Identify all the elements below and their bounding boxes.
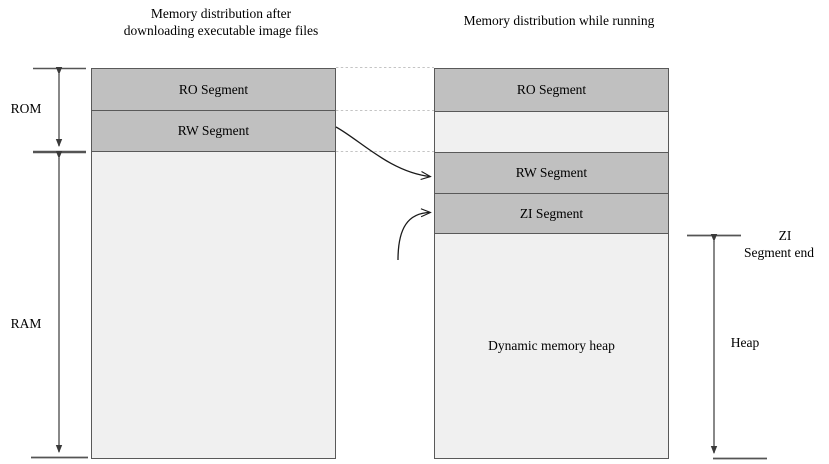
- left-segment-ro: RO Segment: [91, 68, 336, 111]
- right-segment-rw: RW Segment: [434, 152, 669, 194]
- dimension-label-heap: Heap: [730, 335, 760, 350]
- right-column-title: Memory distribution while running: [463, 13, 655, 28]
- dimension-label-zi-segment-end-line1: ZI: [778, 228, 792, 243]
- right-segment-heap: Dynamic memory heap: [434, 233, 669, 459]
- right-segment-gap: [434, 111, 669, 153]
- left-segment-free: [91, 151, 336, 459]
- dimension-label-ram: RAM: [10, 316, 42, 331]
- right-segment-zi: ZI Segment: [434, 193, 669, 234]
- right-segment-ro: RO Segment: [434, 68, 669, 112]
- left-segment-rw: RW Segment: [91, 110, 336, 152]
- dimension-label-rom: ROM: [10, 101, 42, 116]
- ram-dimension: [31, 151, 88, 459]
- connector-zi-arrow: [397, 213, 430, 261]
- connector-rw-arrow: [335, 126, 430, 177]
- guide-lines: [336, 67, 434, 152]
- left-column-title: Memory distribution after downloading ex…: [123, 6, 319, 38]
- dimension-label-zi-segment-end-line2: Segment end: [743, 245, 815, 260]
